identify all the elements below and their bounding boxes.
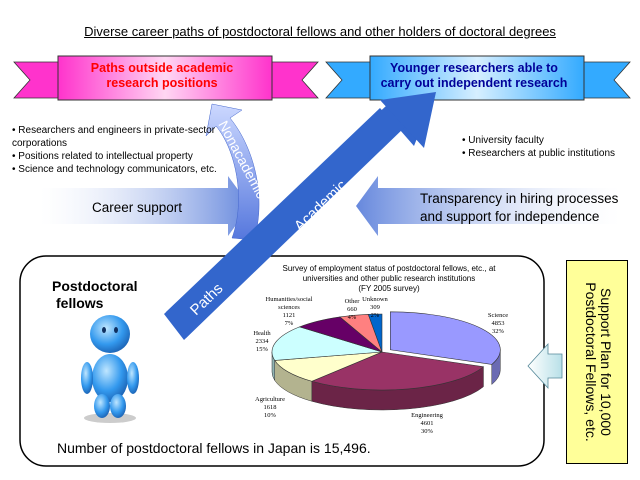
pie-slice-health — [271, 326, 383, 361]
bullet-item: • University faculty — [462, 135, 544, 146]
pie-slice-engineering — [310, 351, 485, 391]
pie-slice-unknown — [367, 313, 383, 353]
transparency-label: Transparency in hiring processes and sup… — [420, 191, 619, 224]
academic-arrow-body — [164, 106, 406, 340]
pie-chart — [271, 311, 501, 411]
transparency-arrow — [356, 176, 620, 236]
total-postdocs-text: Number of postdoctoral fellows in Japan … — [57, 440, 371, 456]
support-plan-box: Support Plan for 10,000 Postdoctoral Fel… — [566, 260, 628, 464]
bullet-item: • Science and technology communicators, … — [12, 164, 217, 175]
bullet-item: • Positions related to intellectual prop… — [12, 151, 193, 162]
postdoc-label: Postdoctoral fellows — [52, 278, 138, 312]
ribbon-left-line2: research positions — [106, 76, 218, 90]
survey-title-line1: Survey of employment status of postdocto… — [282, 264, 496, 273]
bullet-item: • Researchers and engineers in private-s… — [12, 125, 216, 149]
nonacademic-bullets: • Researchers and engineers in private-s… — [12, 124, 222, 176]
postdoc-label-line1: Postdoctoral — [52, 278, 138, 294]
ribbon-right-line1: Younger researchers able to — [390, 61, 558, 75]
nonacademic-arrow — [205, 103, 260, 241]
ribbon-left-line1: Paths outside academic — [90, 61, 234, 75]
support-plan-text: Support Plan for 10,000 Postdoctoral Fel… — [583, 282, 614, 442]
postdoc-label-line2: fellows — [56, 295, 104, 311]
career-support-arrow — [40, 176, 250, 236]
survey-title: Survey of employment status of postdocto… — [258, 264, 520, 294]
pie-slice-agriculture — [274, 351, 383, 382]
pie-slice-science — [390, 311, 501, 365]
page-title: Diverse career paths of postdoctoral fel… — [84, 24, 556, 39]
academic-bullets: • University faculty • Researchers at pu… — [462, 134, 640, 160]
ribbon-right-line2: carry out independent research — [380, 76, 568, 90]
survey-title-line2: universities and other public research i… — [302, 274, 476, 283]
academic-arrow-head — [380, 92, 436, 148]
ribbon-right-shape — [325, 55, 631, 101]
bullet-item: • Researchers at public institutions — [462, 148, 616, 159]
career-support-label: Career support — [91, 200, 183, 215]
ribbon-left-shape — [13, 55, 319, 101]
survey-title-line3: (FY 2005 survey) — [358, 284, 420, 293]
postdoc-figure-icon — [81, 315, 139, 423]
support-arrow — [527, 342, 563, 390]
